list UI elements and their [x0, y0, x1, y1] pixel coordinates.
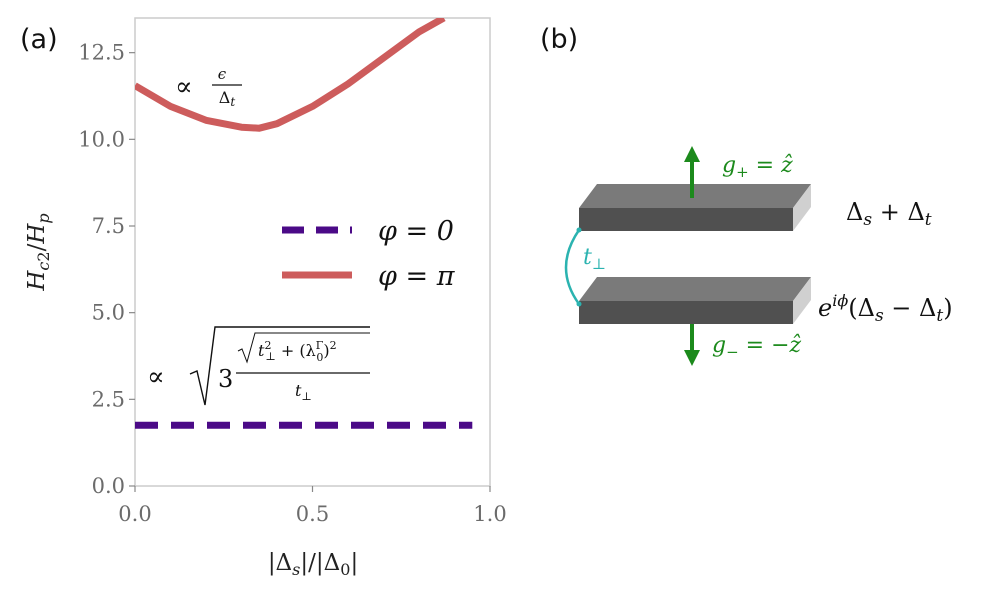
spin-down-arrow-head [684, 350, 700, 366]
legend: φ = 0 φ = π [282, 216, 456, 292]
svg-text:∝: ∝ [147, 362, 165, 392]
bilayer-diagram: g+ = ẑ g− = −ẑ t⊥ Δs + Δt eiϕ(Δs − Δt) [564, 146, 953, 366]
x-axis-label: |Δs|/|Δ0| [268, 550, 358, 579]
plot-marks [135, 18, 473, 429]
tunneling-label: t⊥ [583, 245, 606, 273]
bottom-slab-top-face [579, 277, 811, 301]
tunneling-arc-end-top [576, 227, 582, 233]
y-tick-label: 5.0 [92, 301, 125, 325]
svg-text:∝: ∝ [175, 72, 193, 102]
series-line-phi-pi [135, 18, 446, 132]
y-tick-label: 10.0 [78, 127, 125, 151]
bottom-slab-side-face [793, 277, 811, 324]
spin-up-arrow-head [684, 146, 700, 162]
top-slab-side-face [793, 184, 811, 231]
red-curve-annotation: ∝ ϵ Δt [175, 65, 242, 109]
top-slab-front-face [579, 208, 793, 231]
top-slab-top-face [579, 184, 811, 208]
tunneling-arc [564, 229, 581, 305]
top-spin-label: g+ = ẑ [722, 153, 793, 181]
y-axis-label: Hc2/Hp [24, 213, 53, 291]
svg-text:3: 3 [218, 365, 233, 393]
y-tick-label: 2.5 [92, 387, 125, 411]
y-tick-label: 7.5 [92, 214, 125, 238]
tunneling-arc-end-bottom [576, 301, 582, 307]
x-tick-label: 1.0 [473, 502, 506, 526]
top-gap-label: Δs + Δt [846, 198, 932, 230]
axis-ticks: 0.0 2.5 5.0 7.5 10.0 12.5 0.0 0.5 1.0 [78, 41, 506, 526]
svg-text:ϵ: ϵ [218, 65, 227, 83]
x-tick-label: 0.0 [118, 502, 151, 526]
legend-label-dashed: φ = 0 [378, 216, 454, 247]
panel-b-label: (b) [540, 24, 578, 55]
bottom-gap-label: eiϕ(Δs − Δt) [818, 291, 953, 326]
panel-a-label: (a) [20, 24, 58, 55]
legend-label-solid: φ = π [378, 261, 456, 292]
svg-text:t2⊥ + (λΓ0)2: t2⊥ + (λΓ0)2 [258, 339, 337, 364]
svg-text:Δt: Δt [219, 88, 236, 109]
y-tick-label: 12.5 [78, 41, 125, 65]
y-tick-label: 0.0 [92, 474, 125, 498]
bottom-spin-label: g− = −ẑ [712, 333, 802, 361]
svg-text:t⊥: t⊥ [295, 381, 312, 403]
x-tick-label: 0.5 [296, 502, 329, 526]
bottom-slab-front-face [579, 301, 793, 324]
